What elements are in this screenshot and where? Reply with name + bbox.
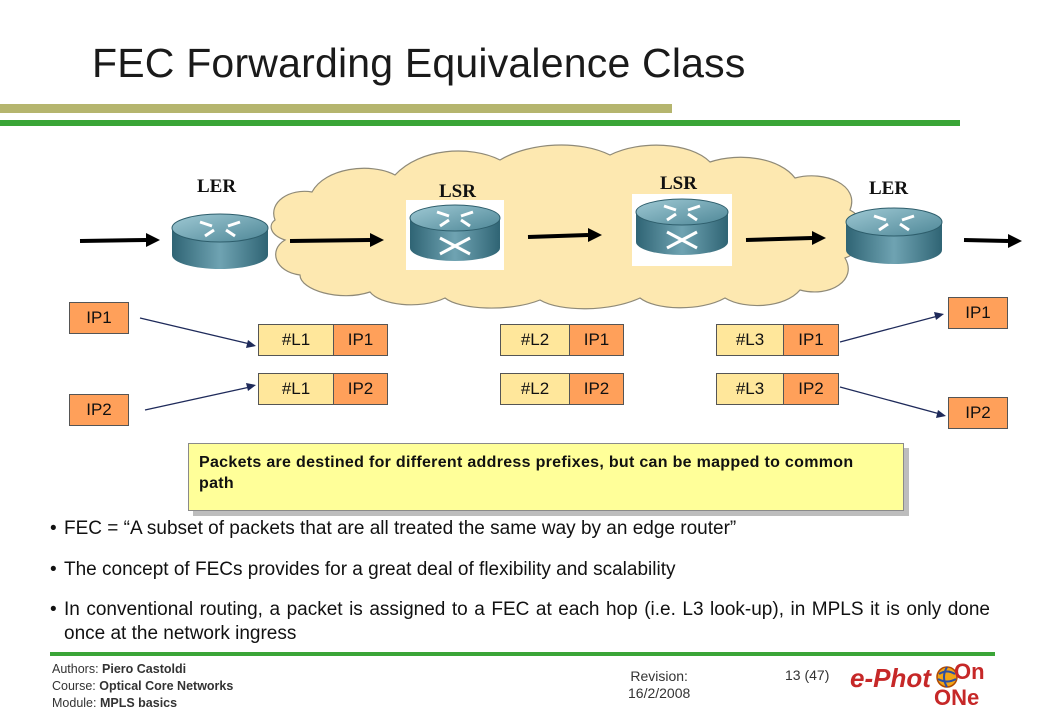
- title-accent-bar: [0, 120, 960, 126]
- label-l1-ip2: #L1: [258, 373, 334, 405]
- footer-authors: Authors: Piero Castoldi Course: Optical …: [52, 662, 234, 710]
- flow-arrows: [79, 228, 1022, 248]
- packet-ip1-out: IP1: [948, 297, 1008, 329]
- lsr-2-router-icon: [632, 194, 732, 266]
- bullet-item-3: • In conventional routing, a packet is a…: [50, 598, 990, 646]
- packet-mapping-lines: [139, 312, 946, 418]
- bullet-text: In conventional routing, a packet is ass…: [64, 599, 990, 644]
- ip1-hop2: IP1: [569, 324, 624, 356]
- ip2-hop1: IP2: [333, 373, 388, 405]
- lsr-1-label: LSR: [439, 181, 476, 202]
- mpls-network-diagram: [79, 144, 1022, 310]
- ler-left-label: LER: [197, 176, 237, 197]
- bullet-dot: •: [50, 518, 57, 539]
- label-l2-ip2: #L2: [500, 373, 570, 405]
- lsr-1-router-icon: [406, 200, 504, 270]
- ephoton-logo: e-Phot On ONe: [850, 657, 985, 712]
- page-number: 13 (47): [785, 667, 830, 683]
- footer-revision: Revision: 16/2/2008: [628, 668, 691, 701]
- logo-text: e-Phot: [850, 663, 931, 693]
- label-l3-ip2: #L3: [716, 373, 784, 405]
- ler-right-label: LER: [869, 178, 909, 199]
- ler-right-router-icon: [845, 207, 943, 264]
- bullet-text: The concept of FECs provides for a great…: [64, 559, 676, 580]
- footer-rule: [50, 652, 995, 656]
- packet-ip1-in: IP1: [69, 302, 129, 334]
- logo-on-text: On: [954, 659, 985, 684]
- bullet-item-2: • The concept of FECs provides for a gre…: [50, 558, 990, 582]
- title-underline: [0, 104, 672, 113]
- packet-ip2-in: IP2: [69, 394, 129, 426]
- ip2-hop3: IP2: [783, 373, 839, 405]
- bullet-text: FEC = “A subset of packets that are all …: [64, 518, 737, 539]
- bullet-dot: •: [50, 599, 57, 620]
- callout-note: Packets are destined for different addre…: [188, 443, 904, 511]
- label-l1-ip1: #L1: [258, 324, 334, 356]
- bullet-dot: •: [50, 559, 57, 580]
- ler-left-router-icon: [171, 213, 269, 269]
- ip1-hop1: IP1: [333, 324, 388, 356]
- lsr-2-label: LSR: [660, 173, 697, 194]
- bullet-item-1: • FEC = “A subset of packets that are al…: [50, 517, 990, 541]
- packet-ip2-out: IP2: [948, 397, 1008, 429]
- page-title: FEC Forwarding Equivalence Class: [92, 40, 746, 86]
- label-l3-ip1: #L3: [716, 324, 784, 356]
- ip2-hop2: IP2: [569, 373, 624, 405]
- logo-one-text: ONe: [934, 685, 980, 710]
- mpls-cloud: [270, 144, 866, 310]
- label-l2-ip1: #L2: [500, 324, 570, 356]
- globe-icon: [936, 666, 958, 688]
- ip1-hop3: IP1: [783, 324, 839, 356]
